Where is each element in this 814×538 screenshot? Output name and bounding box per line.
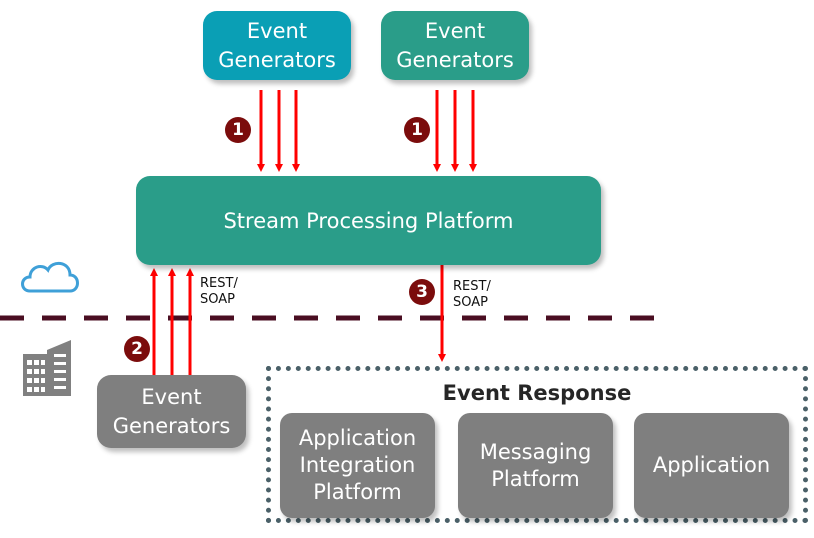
outbound-protocol-label: REST/ SOAP xyxy=(453,279,491,310)
application-integration-platform-box[interactable]: Application Integration Platform xyxy=(280,413,435,518)
event-response-title: Event Response xyxy=(442,381,632,405)
response-item-label: Messaging Platform xyxy=(479,439,592,491)
response-item-label: Application Integration Platform xyxy=(298,426,417,504)
event-generators-label: Event Generators xyxy=(218,18,336,72)
event-generators-label: Event Generators xyxy=(396,18,514,72)
stream-processing-platform[interactable]: Stream Processing Platform xyxy=(136,176,601,265)
messaging-platform-box[interactable]: Messaging Platform xyxy=(458,413,613,518)
arrows-onprem-to-platform xyxy=(150,268,194,375)
step-badge-1a: 1 xyxy=(225,117,251,143)
cloud-icon xyxy=(21,261,79,293)
step-badge-3: 3 xyxy=(409,279,435,305)
stream-platform-label: Stream Processing Platform xyxy=(223,208,514,233)
step-badge-2: 2 xyxy=(124,336,150,362)
event-generators-top-left[interactable]: Event Generators xyxy=(203,11,351,80)
event-response-group: Event Response xyxy=(266,366,808,523)
arrows-gen1-to-platform xyxy=(257,90,300,172)
arrows-gen2-to-platform xyxy=(433,90,477,172)
application-box[interactable]: Application xyxy=(634,413,789,518)
response-item-label: Application xyxy=(652,453,771,477)
event-generators-top-right[interactable]: Event Generators xyxy=(381,11,529,80)
building-icon xyxy=(23,340,71,396)
step-badge-1b: 1 xyxy=(404,117,430,143)
inbound-protocol-label: REST/ SOAP xyxy=(200,276,238,307)
event-generators-onprem[interactable]: Event Generators xyxy=(97,375,246,448)
event-generators-label: Event Generators xyxy=(112,384,231,438)
